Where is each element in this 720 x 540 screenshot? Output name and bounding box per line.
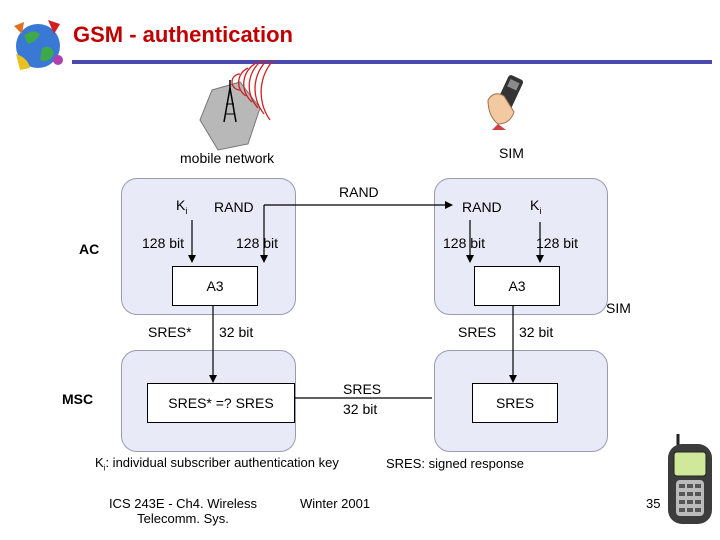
mobile-network-label: mobile network [180,150,275,166]
sres-mid-label: SRES [343,381,382,397]
sres-sim-bits: 32 bit [519,324,554,340]
sres-mid-bits: 32 bit [343,401,378,417]
bits-128-b: 128 bit [236,235,279,251]
ki-label-ac: Ki [176,197,188,216]
page-number: 35 [646,496,661,511]
a3-box-ac: A3 [172,266,258,306]
sres-box: SRES [472,383,558,423]
compare-box: SRES* =? SRES [147,383,295,423]
sres-sim-label: SRES [458,324,497,340]
rand-label-ac: RAND [214,199,254,215]
date-footer: Winter 2001 [300,496,371,511]
sres-star-label: SRES* [148,324,192,340]
rand-label-sim: RAND [462,199,502,215]
rand-label-mid: RAND [339,184,379,200]
msc-label: MSC [62,391,94,407]
ki-label-sim: Ki [530,197,542,216]
course-footer: ICS 243E - Ch4. Wireless Telecomm. Sys. [108,496,258,526]
hand-phone-icon [487,75,524,130]
ki-legend: Ki: individual subscriber authentication… [95,455,339,473]
slide-title: GSM - authentication [73,22,293,47]
sres-star-bits: 32 bit [219,324,254,340]
sim-top-label: SIM [499,145,524,161]
globe-icon [14,20,63,70]
bits-128-a: 128 bit [142,235,185,251]
sres-legend: SRES: signed response [386,456,525,471]
bits-128-c: 128 bit [443,235,486,251]
sim-right-label: SIM [606,300,631,316]
mobile-phone-icon [668,434,712,524]
title-rule [72,60,712,64]
a3-box-sim: A3 [474,266,560,306]
antenna-tower-icon [199,60,275,151]
ac-label: AC [79,241,100,257]
bits-128-d: 128 bit [536,235,579,251]
